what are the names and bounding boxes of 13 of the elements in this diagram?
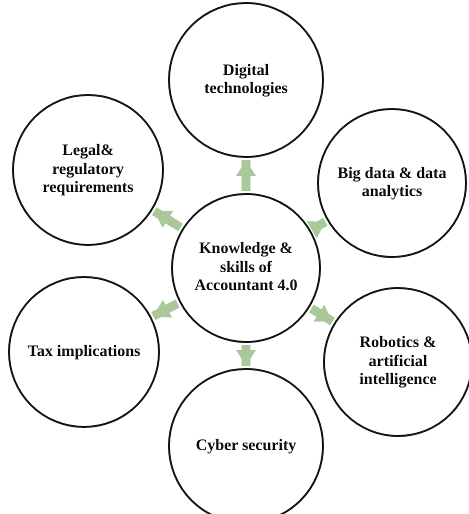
arrow [152,207,183,232]
arrow [236,345,256,366]
node-label: Big data & data analytics [336,164,448,202]
arrow [306,218,328,238]
node-label: Cyber security [194,436,298,456]
arrow [236,160,256,191]
arrow [151,299,180,320]
arrow [309,304,335,326]
node-label: Tax implications [26,342,142,362]
node-label: Digital technologies [203,62,289,98]
node-label: Robotics & artificial intelligence [358,334,438,390]
node-label: Legal& regulatory requirements [42,142,134,198]
node-label: Knowledge & skills of Accountant 4.0 [193,240,299,296]
